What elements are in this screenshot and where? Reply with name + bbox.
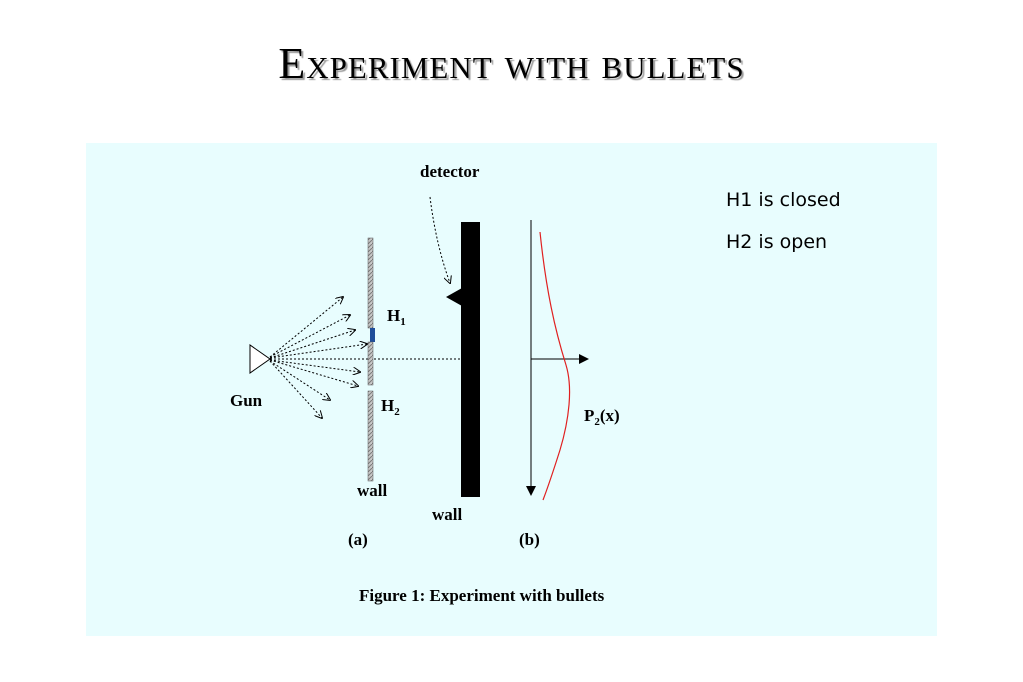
wall-a-middle [367,341,374,386]
p2-label: P2(x) [584,406,620,428]
bullet-trajectories [269,297,460,418]
panel-a-label: (a) [348,530,368,549]
hole-h1-cover [370,328,375,342]
h1-status: H1 is closed [726,189,841,211]
figure-panel [86,143,937,636]
h1-label: H1 [387,306,406,328]
wall-a-upper [367,237,374,329]
wall-b-label: wall [432,505,463,524]
figure-caption: Figure 1: Experiment with bullets [359,586,605,605]
detector-pointer [429,196,450,283]
gun-label: Gun [230,391,263,410]
wall-b [461,222,480,497]
h2-status: H2 is open [726,231,828,253]
detector-icon [446,288,462,306]
detector-label: detector [420,162,480,181]
panel-b-label: (b) [519,530,540,549]
wall-a-lower [367,390,374,482]
h2-label: H2 [381,396,400,418]
p2-curve [539,231,571,501]
wall-a-label: wall [357,481,388,500]
gun-icon [249,344,271,374]
slide-title: Experiment with bullets [278,39,745,88]
